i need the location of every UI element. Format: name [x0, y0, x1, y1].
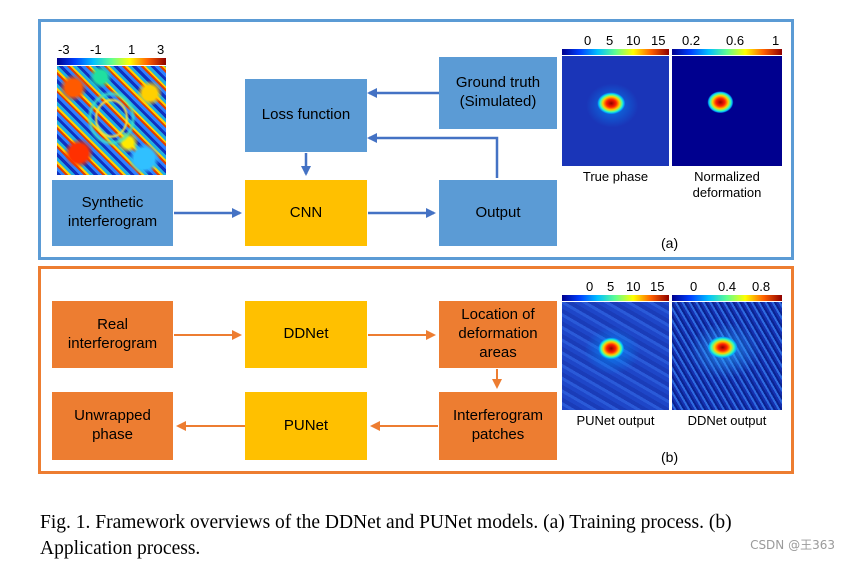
punet-output-caption: PUNet output [576, 413, 655, 428]
input-interferogram-image [57, 66, 166, 175]
ddnet-output-image [672, 302, 782, 410]
tick: 0 [584, 33, 592, 48]
tick: 15 [651, 33, 666, 48]
tick: 0 [586, 279, 594, 294]
cnn-box: CNN [245, 180, 367, 246]
tick: 5 [606, 33, 614, 48]
ddnet-output-caption: DDNet output [687, 413, 767, 428]
output-box: Output [439, 180, 557, 246]
norm-def-colorbar [672, 49, 782, 55]
tick: 0.6 [726, 33, 745, 48]
panel-b-label: (b) [661, 449, 679, 465]
true-phase-image [562, 56, 669, 166]
norm-def-image [672, 56, 782, 166]
loss-function-box: Loss function [245, 79, 367, 152]
figure-caption: Fig. 1. Framework overviews of the DDNet… [40, 512, 732, 559]
panel-a-label: (a) [661, 235, 679, 251]
input-colorbar [57, 58, 166, 65]
patches-box: Interferogram patches [439, 392, 557, 460]
ddnet-colorbar [672, 295, 782, 301]
true-phase-ticks: 0 5 10 15 [562, 33, 670, 49]
panel-a-frame [38, 19, 794, 260]
ddnet-ticks: 0 0.4 0.8 [672, 279, 782, 295]
tick: 1 [772, 33, 780, 48]
tick: 10 [626, 279, 641, 294]
punet-ticks: 0 5 10 15 [562, 279, 670, 295]
tick: -1 [90, 42, 102, 57]
true-phase-caption: True phase [582, 169, 649, 184]
tick: 1 [128, 42, 136, 57]
tick: 0.4 [718, 279, 737, 294]
norm-def-ticks: 0.2 0.6 1 [672, 33, 782, 49]
norm-def-caption: Normalized deformation [692, 169, 762, 200]
tick: 5 [607, 279, 615, 294]
arrow-output-to-loss [367, 133, 499, 178]
panel-b-frame [38, 266, 794, 474]
tick: 3 [157, 42, 165, 57]
tick: 0.8 [752, 279, 771, 294]
location-box: Location of deformation areas [439, 301, 557, 368]
real-interferogram-box: Real interferogram [52, 301, 173, 368]
unwrapped-phase-box: Unwrapped phase [52, 392, 173, 460]
tick: 15 [650, 279, 665, 294]
punet-colorbar [562, 295, 669, 301]
tick: 0 [690, 279, 698, 294]
tick: 0.2 [682, 33, 701, 48]
input-colorbar-ticks: -3 -1 1 3 [56, 42, 168, 58]
watermark: CSDN @王363 [750, 538, 835, 552]
punet-box: PUNet [245, 392, 367, 460]
tick: -3 [58, 42, 70, 57]
punet-output-image [562, 302, 669, 410]
tick: 10 [626, 33, 641, 48]
ddnet-box: DDNet [245, 301, 367, 368]
true-phase-colorbar [562, 49, 669, 55]
synthetic-interferogram-box: Synthetic interferogram [52, 180, 173, 246]
ground-truth-box: Ground truth (Simulated) [439, 57, 557, 129]
